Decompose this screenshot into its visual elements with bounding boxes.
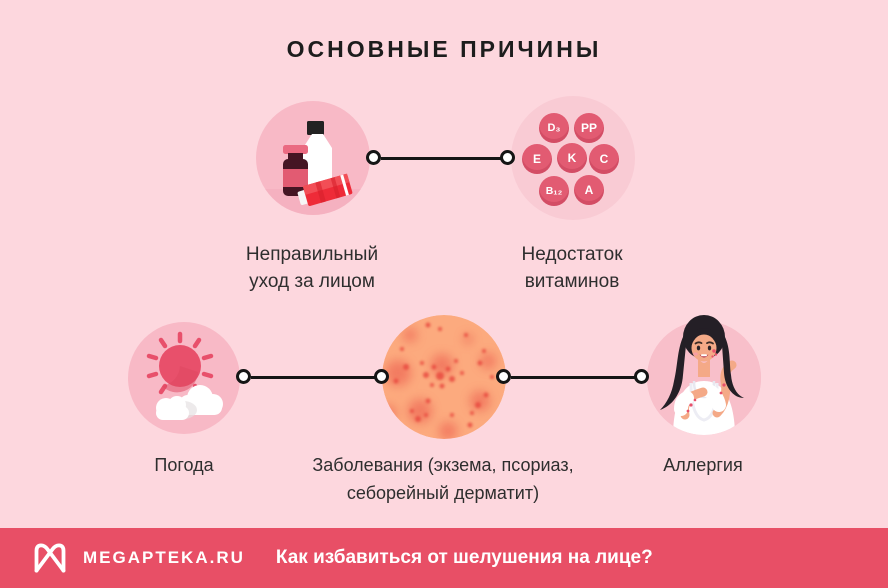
woman-scratching-icon [647,315,761,435]
vitamin-k-bubble: K [557,143,587,173]
improper-care-circle [256,101,370,215]
vitamin-b12-bubble: B₁₂ [539,176,569,206]
connector-node [374,369,389,384]
connector-node [496,369,511,384]
diseases-label-line1: Заболевания (экзема, псориаз, [312,455,574,475]
cosmetics-bottles-icon [256,121,370,215]
vitamin-a-bubble: A [574,175,604,205]
weather-label: Погода [154,455,214,475]
vitamin-deficiency-label-line1: Недостаток [521,244,623,265]
footer-bar: MEGAPTEKA.RU Как избавиться от шелушения… [0,528,888,588]
vitamin-deficiency-label-line2: витаминов [524,271,620,292]
vitamin-deficiency-circle: D₃ PP E K C B₁₂ A [511,96,635,220]
megapteka-m-icon [34,543,66,573]
vitamin-e-bubble: E [522,144,552,174]
connector-node [366,150,381,165]
vitamin-deficiency-label: Недостаток витаминов [462,241,682,295]
improper-care-label-line2: уход за лицом [249,271,375,292]
vitamin-d3-bubble: D₃ [539,113,569,143]
brand-name: MEGAPTEKA.RU [83,548,245,567]
connector-node [634,369,649,384]
connector-line [251,376,375,379]
sun-cloud-icon [146,331,223,420]
skin-rash-icon [382,315,506,439]
connector-line [381,157,501,160]
connector-line [511,376,635,379]
page-title: ОСНОВНЫЕ ПРИЧИНЫ [286,36,602,62]
improper-care-label-line1: Неправильный [245,244,379,265]
diseases-label-line2: себорейный дерматит) [346,483,540,503]
footer-question: Как избавиться от шелушения на лице? [275,547,653,568]
diseases-label: Заболевания (экзема, псориаз, себорейный… [293,451,593,507]
weather-circle [128,322,240,434]
connector-node [500,150,515,165]
vitamin-c-bubble: C [589,144,619,174]
connector-node [236,369,251,384]
allergy-label: Аллергия [663,455,743,475]
vitamin-pp-bubble: PP [574,113,604,143]
allergy-circle [647,315,761,435]
skin-disease-circle [382,315,506,439]
improper-care-label: Неправильный уход за лицом [202,241,422,295]
